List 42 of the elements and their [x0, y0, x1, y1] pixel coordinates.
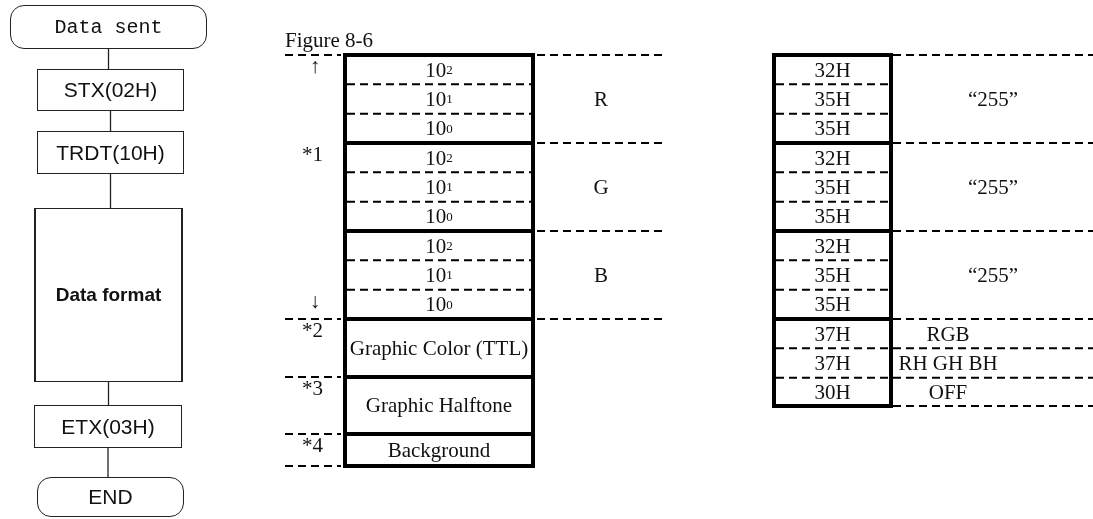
color-channel-label: G — [592, 173, 610, 201]
hex-code: 35H — [813, 291, 852, 319]
process-box: STX(02H) — [37, 69, 184, 111]
hex-code: 35H — [813, 85, 852, 113]
connector-line — [107, 447, 109, 478]
color-channel-label: R — [593, 85, 609, 113]
data-type-text: Graphic Color (TTL) — [348, 334, 530, 362]
figure-caption: Figure 8-6 — [285, 26, 375, 54]
color-channel-label: B — [593, 261, 609, 289]
footnote-mark: *4 — [301, 434, 324, 459]
process-box: ETX(03H) — [34, 405, 182, 448]
connector-line — [109, 173, 112, 209]
connector-line — [107, 48, 110, 70]
hex-code: 32H — [813, 232, 852, 260]
value-text: “255” — [966, 173, 1020, 201]
connector-line — [109, 110, 112, 132]
footnote-mark: *1 — [301, 143, 324, 168]
footnote-mark: *3 — [301, 377, 324, 402]
hex-code: 35H — [813, 261, 852, 289]
hex-code: 32H — [813, 144, 852, 172]
hex-code: 35H — [813, 173, 852, 201]
start-terminal: Data sent — [10, 5, 207, 49]
value-text: RH GH BH — [897, 349, 999, 377]
value-text: RGB — [925, 320, 971, 348]
hex-code: 35H — [813, 203, 852, 231]
direction-arrow: ↓ — [308, 290, 322, 315]
direction-arrow: ↑ — [308, 55, 322, 80]
hex-code: 37H — [813, 349, 852, 377]
value-text: OFF — [927, 379, 969, 407]
process-box: TRDT(10H) — [37, 131, 184, 174]
hex-code: 35H — [813, 115, 852, 143]
footnote-mark: *2 — [301, 319, 324, 344]
hex-code: 30H — [813, 379, 852, 407]
data-type-text: Graphic Halftone — [364, 392, 514, 420]
value-text: “255” — [966, 85, 1020, 113]
data-type-text: Background — [386, 436, 492, 464]
end-terminal: END — [37, 477, 184, 517]
value-text: “255” — [966, 261, 1020, 289]
predefined-process-box: Data format — [34, 208, 183, 382]
hex-code: 32H — [813, 56, 852, 84]
connector-line — [107, 381, 110, 406]
hex-code: 37H — [813, 320, 852, 348]
